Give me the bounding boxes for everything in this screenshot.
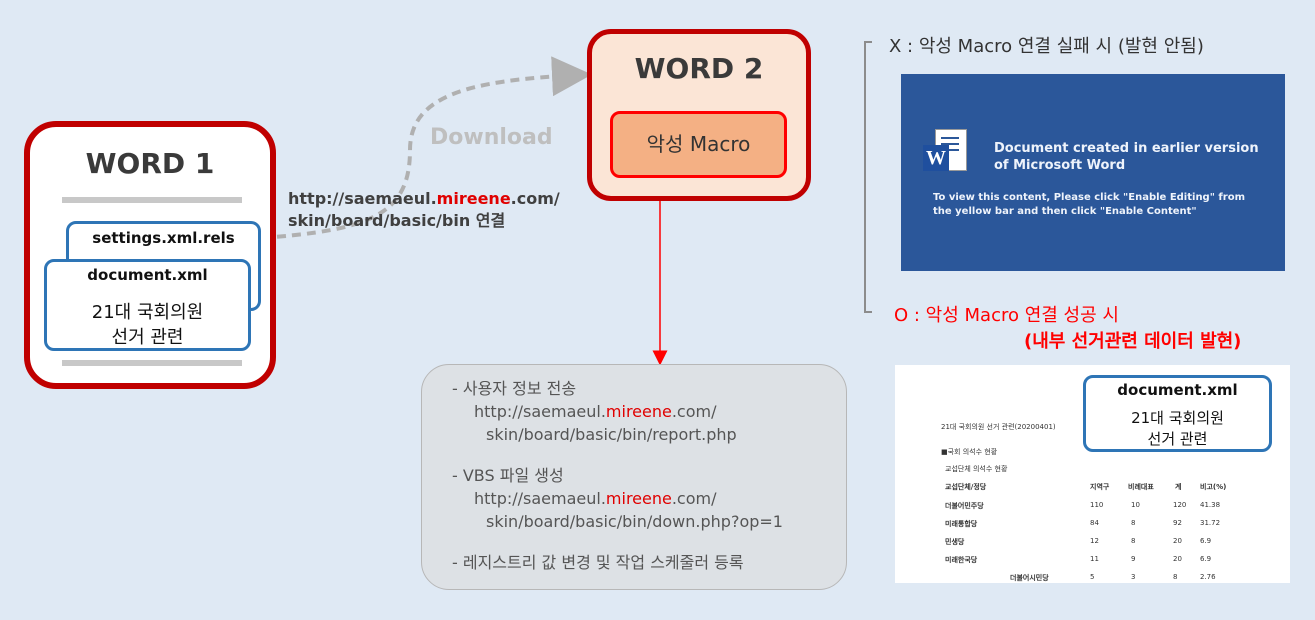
overlay-label: document.xml: [1117, 381, 1238, 399]
word-icon: W: [923, 129, 967, 175]
ms-word-banner: W Document created in earlier version of…: [901, 74, 1285, 271]
document-label: document.xml: [87, 266, 208, 284]
document-card: document.xml 21대 국회의원 선거 관련: [44, 259, 251, 351]
action-2: - VBS 파일 생성 http://saemaeul.mireene.com/…: [452, 464, 783, 533]
url-suffix: .com/: [510, 189, 560, 208]
word2-title: WORD 2: [634, 52, 764, 85]
document-content-line2: 선거 관련: [111, 327, 184, 348]
bracket: [864, 41, 872, 313]
preview-subsection: 교섭단체 의석수 현황: [945, 465, 1008, 473]
preview-doc-title: 21대 국회의원 선거 관련(20200401): [941, 423, 1056, 431]
action-1-url: http://saemaeul.mireene.com/: [474, 402, 717, 421]
banner-body-1: To view this content, Please click "Enab…: [933, 192, 1245, 203]
url-line2: skin/board/basic/bin 연결: [288, 211, 506, 230]
overlay-line1: 21대 국회의원: [1131, 409, 1224, 427]
url-prefix: http://saemaeul.: [288, 189, 437, 208]
macro-box: 악성 Macro: [610, 111, 787, 178]
download-label: Download: [430, 125, 553, 150]
download-arrow: [261, 56, 592, 240]
overlay-document-card: document.xml 21대 국회의원 선거 관련: [1083, 375, 1272, 452]
settings-label: settings.xml.rels: [92, 229, 235, 247]
action-1-title: - 사용자 정보 전송: [452, 379, 577, 398]
word1-title: WORD 1: [85, 147, 215, 180]
action-2-path: skin/board/basic/bin/down.php?op=1: [486, 512, 783, 531]
macro-label: 악성 Macro: [646, 132, 751, 156]
action-2-title: - VBS 파일 생성: [452, 466, 564, 485]
url-highlight: mireene: [436, 189, 511, 208]
actions-box: - 사용자 정보 전송 http://saemaeul.mireene.com/…: [421, 364, 847, 590]
connection-url: http://saemaeul.mireene.com/ skin/board/…: [288, 188, 560, 232]
action-1: - 사용자 정보 전송 http://saemaeul.mireene.com/…: [452, 377, 737, 446]
preview-section: ■국회 의석수 현황: [941, 448, 998, 456]
divider-top: [62, 197, 242, 203]
overlay-line2: 선거 관련: [1147, 430, 1208, 448]
banner-body-2: the yellow bar and then click "Enable Co…: [933, 206, 1197, 217]
document-preview: 21대 국회의원 선거 관련(20200401) ■국회 의석수 현황 교섭단체…: [895, 365, 1290, 583]
success-label-2: (내부 선거관련 데이터 발현): [1024, 331, 1242, 352]
divider-bottom: [62, 360, 242, 366]
document-content-line1: 21대 국회의원: [91, 302, 204, 323]
action-2-url: http://saemaeul.mireene.com/: [474, 489, 717, 508]
action-1-path: skin/board/basic/bin/report.php: [486, 425, 737, 444]
success-label-1: O : 악성 Macro 연결 성공 시: [894, 305, 1119, 326]
action-3: - 레지스트리 값 변경 및 작업 스케줄러 등록: [452, 553, 744, 572]
banner-title-2: of Microsoft Word: [994, 158, 1126, 173]
fail-label: X : 악성 Macro 연결 실패 시 (발현 안됨): [889, 36, 1204, 57]
banner-title-1: Document created in earlier version: [994, 141, 1259, 156]
